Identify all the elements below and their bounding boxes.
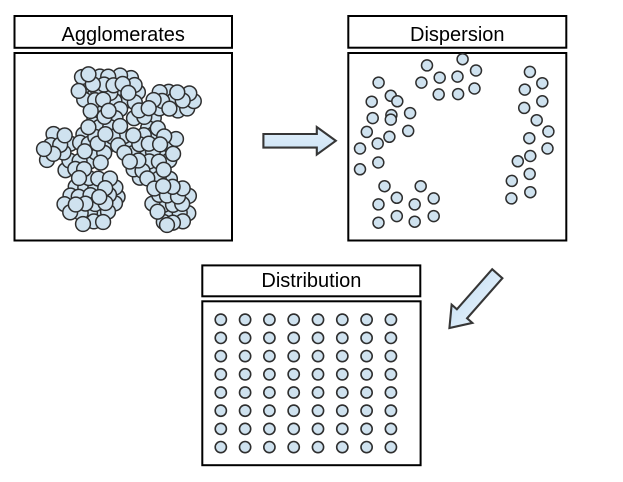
- svg-text:Dispersion: Dispersion: [410, 24, 504, 46]
- svg-text:Agglomerates: Agglomerates: [61, 24, 184, 46]
- svg-text:Distribution: Distribution: [261, 270, 361, 292]
